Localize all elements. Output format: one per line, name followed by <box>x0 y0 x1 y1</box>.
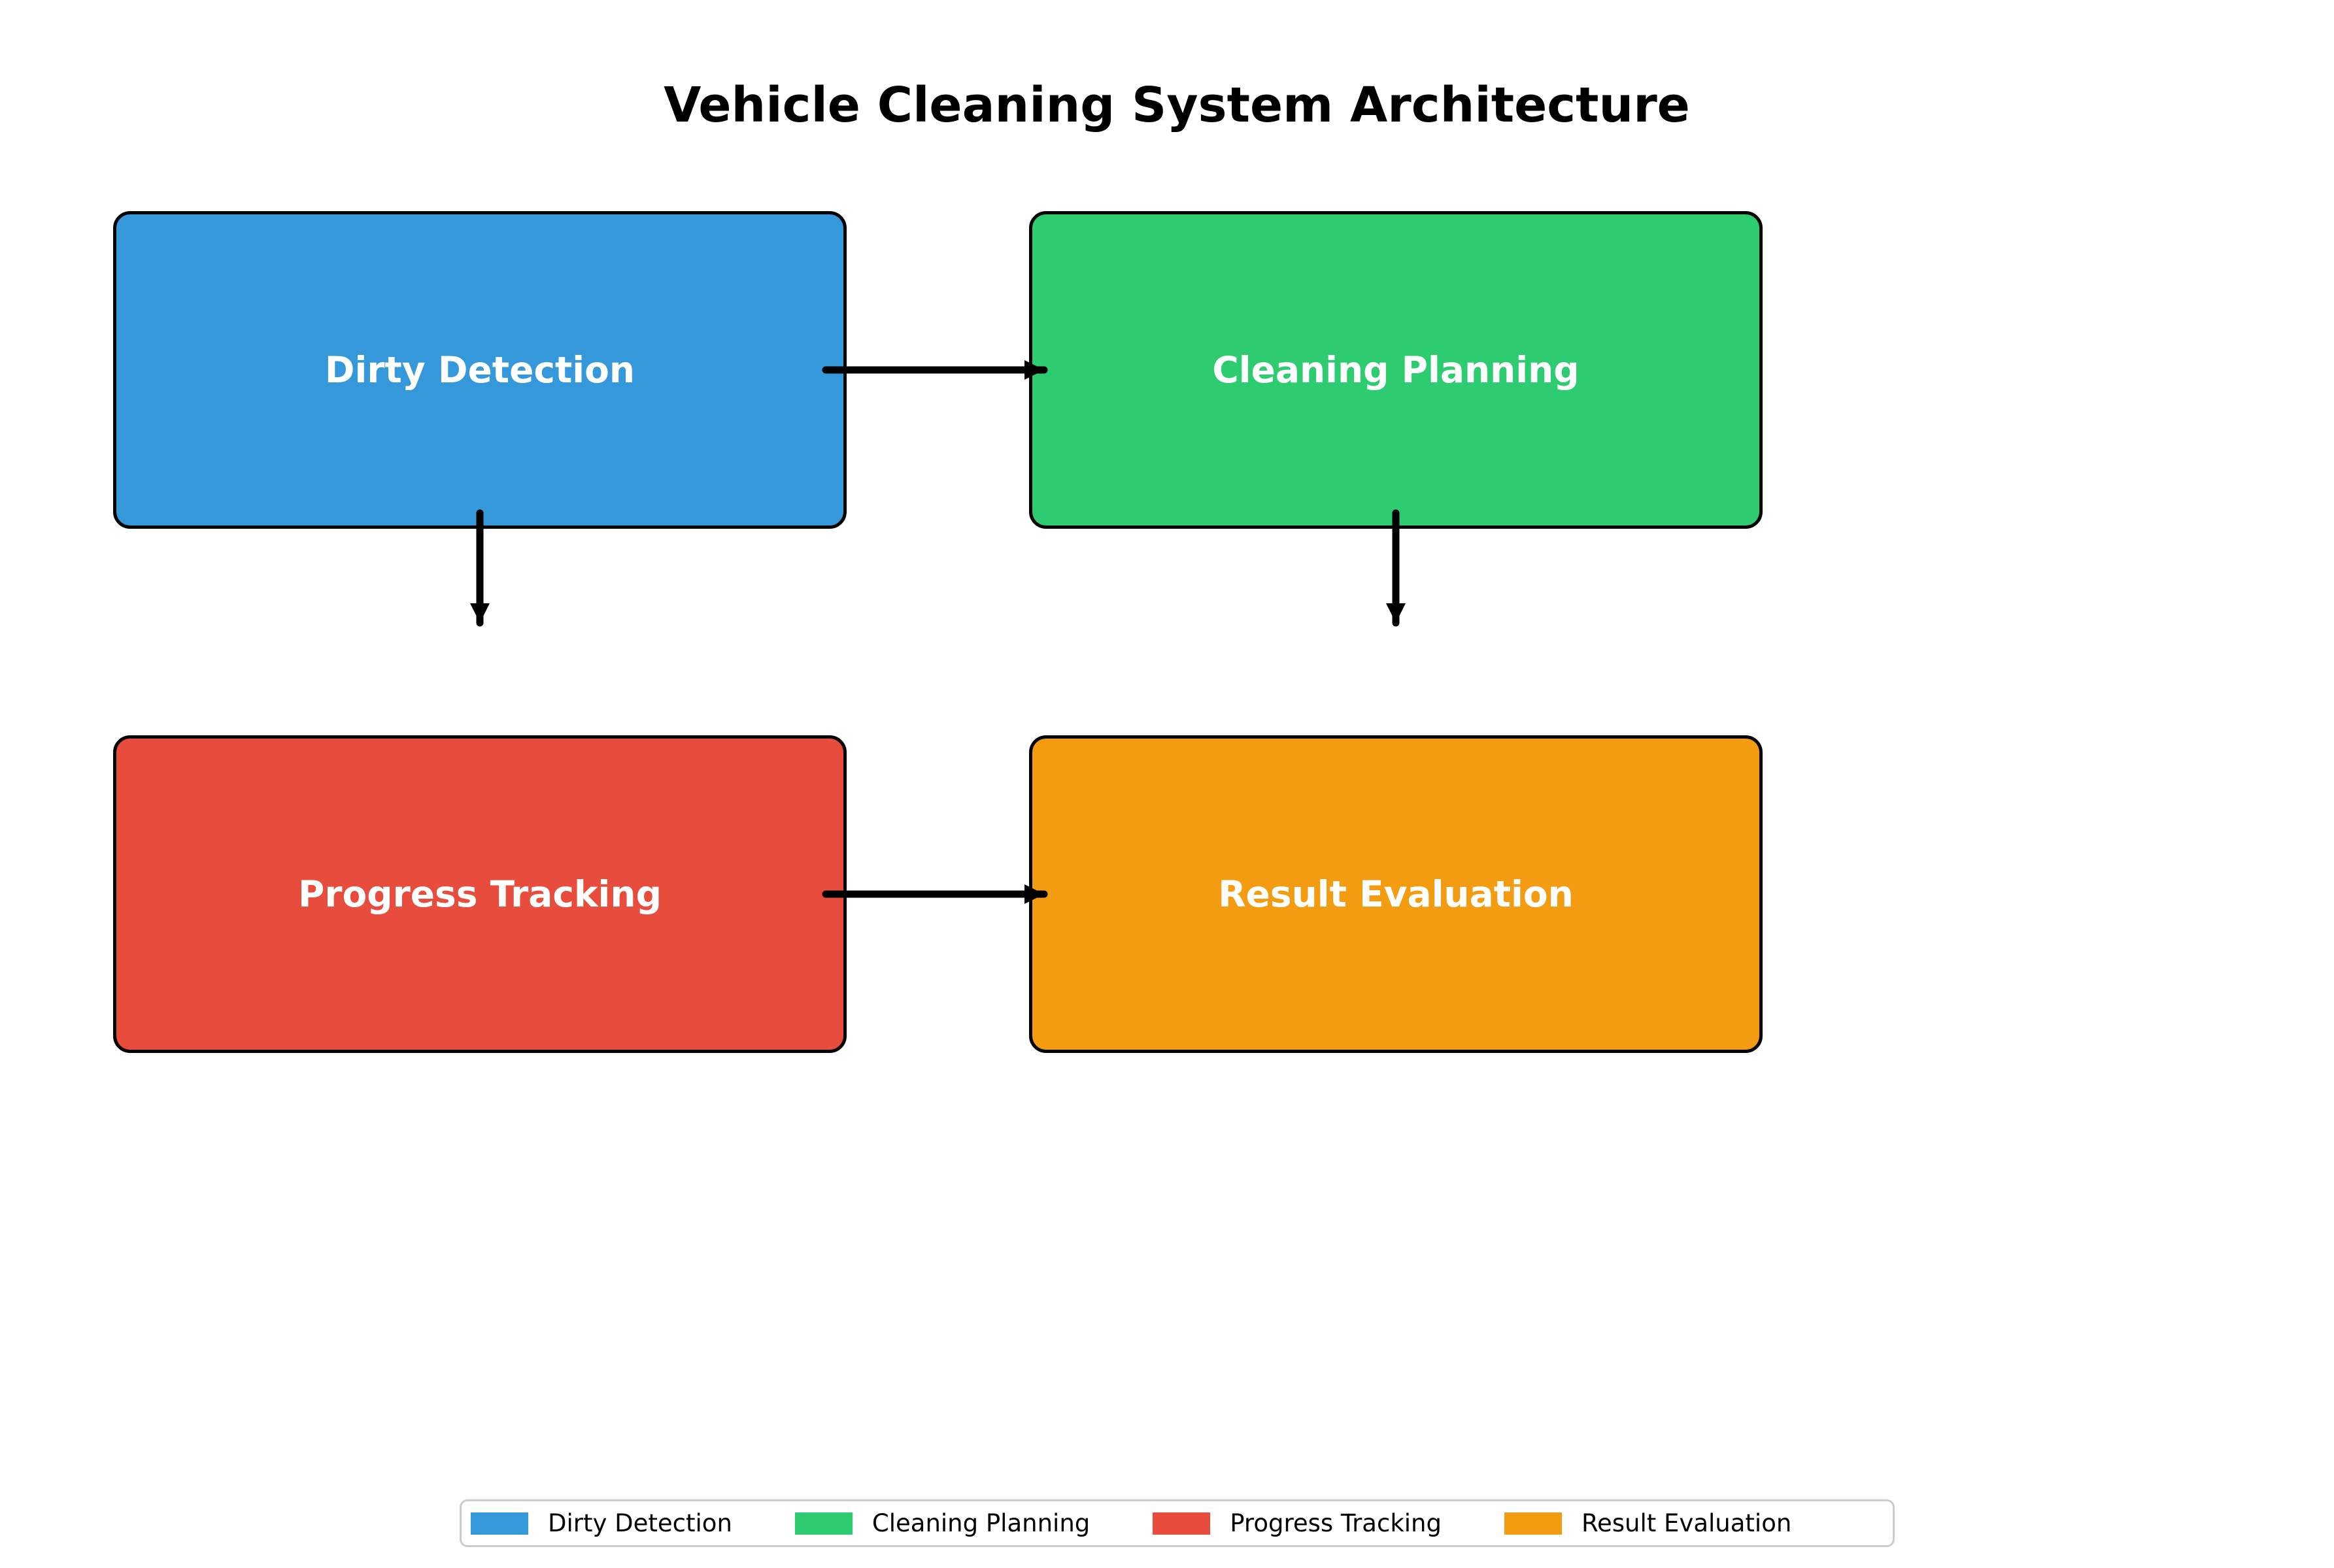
legend-item-1: Cleaning Planning <box>794 1509 1091 1537</box>
node-dirty-detection: Dirty Detection <box>113 211 847 529</box>
node-progress-tracking: Progress Tracking <box>113 735 847 1053</box>
node-cleaning-planning: Cleaning Planning <box>1029 211 1763 529</box>
node-progress-tracking-label: Progress Tracking <box>298 873 662 915</box>
legend-item-3: Result Evaluation <box>1504 1509 1791 1537</box>
legend-item-0: Dirty Detection <box>471 1509 732 1537</box>
legend-item-label: Progress Tracking <box>1230 1509 1442 1537</box>
node-dirty-detection-label: Dirty Detection <box>324 349 635 391</box>
legend-item-label: Result Evaluation <box>1581 1509 1792 1537</box>
legend-item-label: Dirty Detection <box>548 1509 732 1537</box>
node-result-evaluation-label: Result Evaluation <box>1218 873 1574 915</box>
node-cleaning-planning-label: Cleaning Planning <box>1212 349 1580 391</box>
legend-item-2: Progress Tracking <box>1153 1509 1442 1537</box>
legend-swatch-icon <box>471 1512 528 1535</box>
legend-swatch-icon <box>1153 1512 1211 1535</box>
legend-item-label: Cleaning Planning <box>871 1509 1091 1537</box>
legend-swatch-icon <box>1504 1512 1562 1535</box>
legend-swatch-icon <box>794 1512 853 1535</box>
legend: Dirty Detection Cleaning Planning Progress… <box>460 1499 1895 1547</box>
diagram-title: Vehicle Cleaning System Architecture <box>664 77 1690 133</box>
node-result-evaluation: Result Evaluation <box>1029 735 1763 1053</box>
